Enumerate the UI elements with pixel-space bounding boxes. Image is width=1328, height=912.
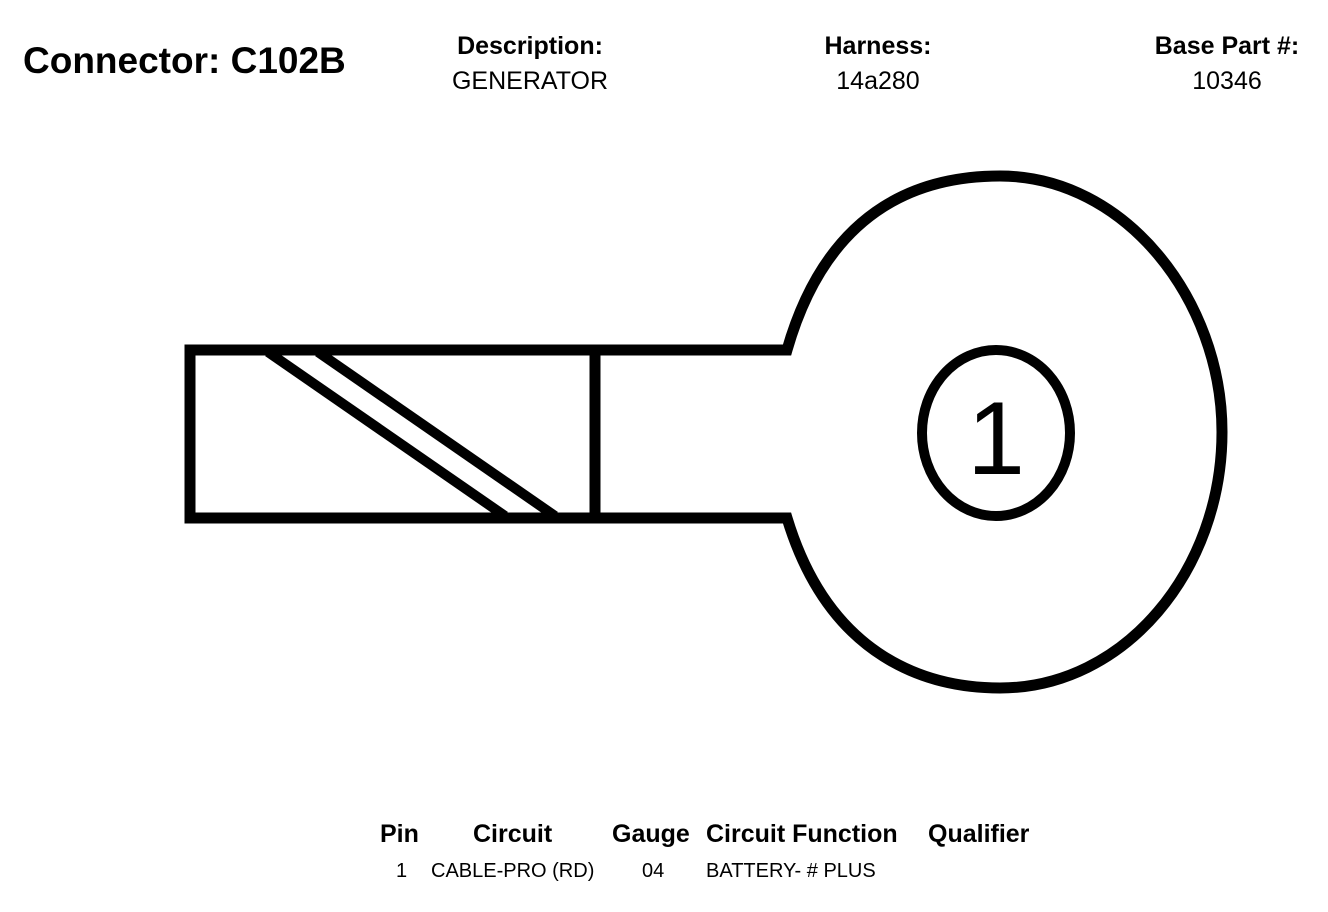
pin-circle [917,345,1075,521]
gauge-header: Gauge [612,820,690,848]
harness-value: 14a280 [836,67,920,95]
pin-label: 1 [967,381,1025,497]
table-row-pin: 1 [396,860,408,882]
harness-label: Harness: [824,32,932,60]
table-row-circuit-function: BATTERY- # PLUS [706,860,876,882]
pin-header: Pin [380,820,419,848]
circuit-header: Circuit [473,820,553,848]
harness-block: Harness: 14a280 [778,30,978,100]
description-label: Description: [457,32,603,60]
terminal-outline [184,170,1228,694]
description-value: GENERATOR [451,67,609,95]
description-block: Description: GENERATOR [430,30,630,100]
base-part-value: 10346 [1192,67,1262,95]
wire-stripe-2 [315,347,558,521]
connector-title: Connector: C102B [23,40,346,81]
base-part-block: Base Part #: 10346 [1126,30,1328,100]
circuit-function-header: Circuit Function [706,820,898,848]
wire-stripe-1 [265,347,508,521]
base-part-label: Base Part #: [1154,32,1300,60]
table-row-gauge: 04 [642,860,665,882]
table-row-circuit: CABLE-PRO (RD) [431,860,595,882]
qualifier-header: Qualifier [928,820,1030,848]
